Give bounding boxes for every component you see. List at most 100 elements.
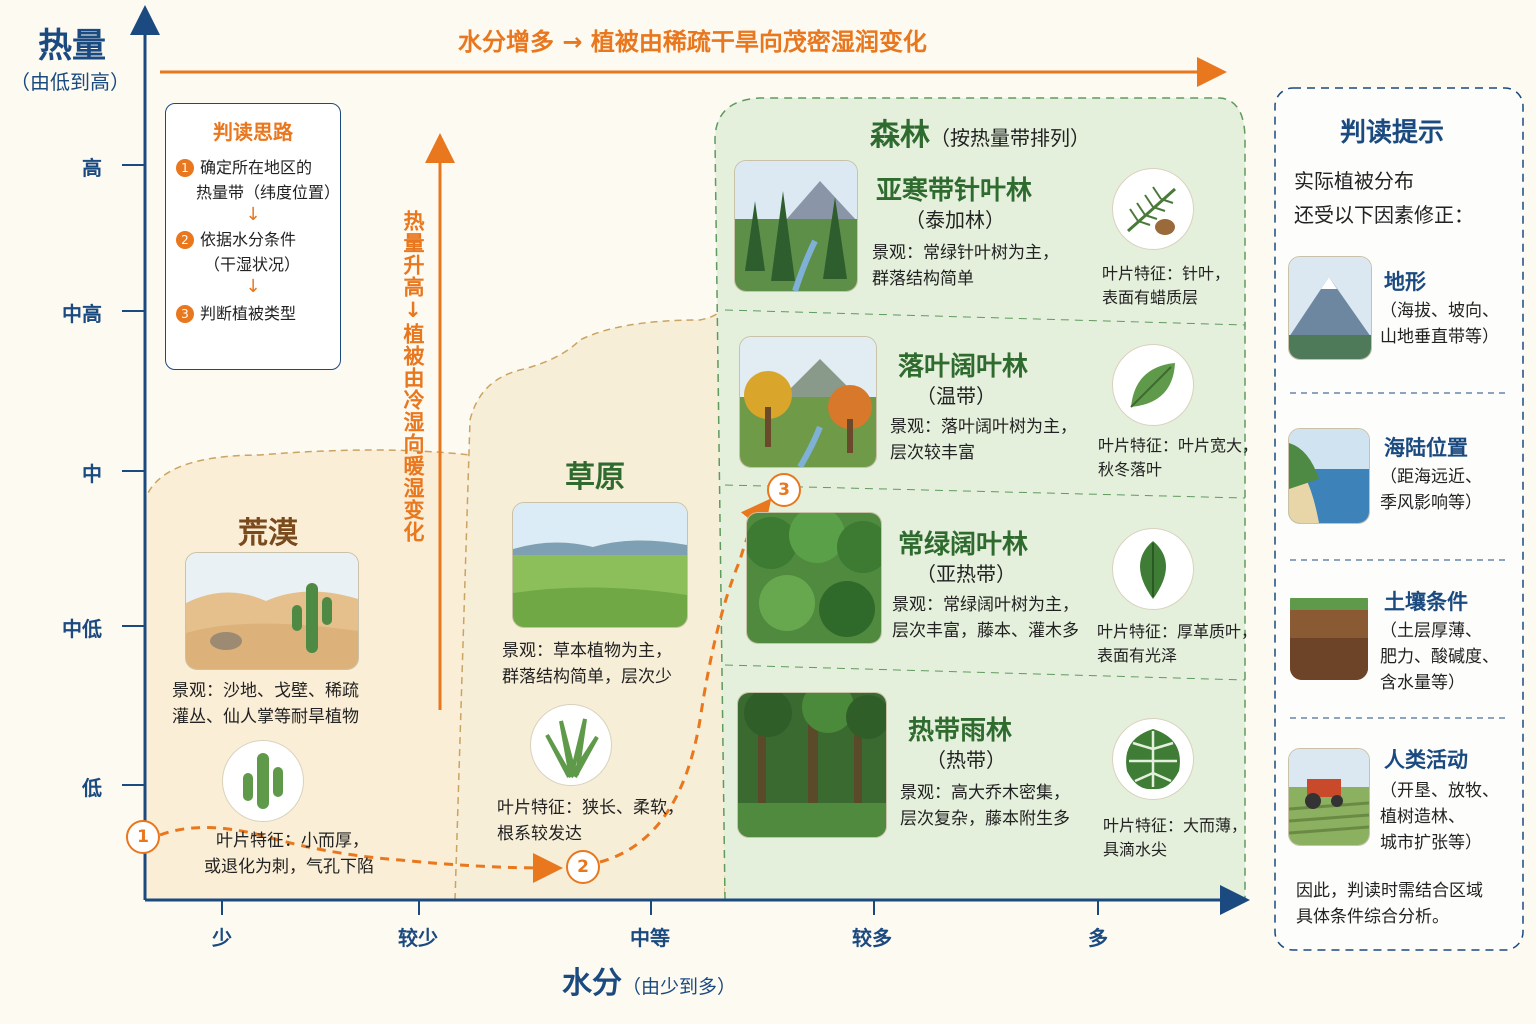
grass-leaf-icon <box>530 704 612 786</box>
tip-human-desc: （开垦、放牧、 植树造林、 城市扩张等） <box>1380 778 1499 856</box>
grassland-landscape-image <box>512 502 688 628</box>
thinking-title: 判读思路 <box>213 120 293 144</box>
deciduous-landscape-text: 景观：落叶阔叶树为主， 层次较丰富 <box>890 414 1077 466</box>
down-arrow-icon: ↓ <box>245 204 261 225</box>
thinking-step-1: 1 确定所在地区的 热量带（纬度位置） <box>176 155 340 205</box>
forest-divider-2 <box>724 484 1246 499</box>
tips-title: 判读提示 <box>1340 118 1445 148</box>
leathery-leaf-icon <box>1112 528 1194 610</box>
path-marker-1: 1 <box>126 820 160 854</box>
tips-intro-line-1: 实际植被分布 <box>1294 169 1414 193</box>
taiga-zone: （泰加林） <box>905 208 1005 232</box>
grassland-leaf-text: 叶片特征：狭长、柔软， 根系较发达 <box>497 795 684 847</box>
x-tick-little: 少 <box>212 926 232 950</box>
step-2-line-1: 依据水分条件 <box>200 230 297 249</box>
tip-terrain-line-1: （海拔、坡向、 <box>1380 301 1499 321</box>
grassland-leaf-line-2: 根系较发达 <box>497 824 582 844</box>
forest-title: 森林 <box>870 118 930 153</box>
step-1-line-1: 确定所在地区的 <box>200 158 313 177</box>
judgement-path-2 <box>599 498 772 864</box>
rainforest-leaf-line-2: 具滴水尖 <box>1103 840 1168 859</box>
tip-human-line-2: 植树造林、 <box>1380 807 1465 827</box>
tips-conclusion: 因此，判读时需结合区域 具体条件综合分析。 <box>1296 878 1483 930</box>
grassland-leaf-line-1: 叶片特征：狭长、柔软， <box>497 798 684 818</box>
monstera-leaf-icon <box>1112 718 1194 800</box>
tip-location-title: 海陆位置 <box>1384 436 1468 460</box>
down-arrow-icon: ↓ <box>245 276 261 297</box>
step-1-line-2: 热量带（纬度位置） <box>196 183 341 202</box>
deciduous-landscape-line-2: 层次较丰富 <box>890 443 975 463</box>
tip-terrain-desc: （海拔、坡向、 山地垂直带等） <box>1380 298 1499 350</box>
x-tick-medium: 中等 <box>630 926 670 950</box>
deciduous-landscape-line-1: 景观：落叶阔叶树为主， <box>890 417 1077 437</box>
rainforest-leaf-line-1: 叶片特征：大而薄， <box>1103 816 1248 835</box>
terrain-image <box>1288 256 1372 360</box>
tip-human-line-1: （开垦、放牧、 <box>1380 781 1499 801</box>
y-tick-mid: 中 <box>82 462 102 486</box>
desert-landscape-line-2: 灌丛、仙人掌等耐旱植物 <box>172 707 359 727</box>
step-3-badge: 3 <box>176 305 194 323</box>
judgement-path <box>159 826 563 883</box>
taiga-leaf-line-1: 叶片特征：针叶， <box>1102 264 1231 283</box>
grassland-landscape-line-1: 景观：草本植物为主， <box>502 641 672 661</box>
x-tick-much: 多 <box>1088 926 1108 950</box>
deciduous-zone: （温带） <box>916 384 996 408</box>
taiga-name: 亚寒带针叶林 <box>876 176 1033 206</box>
evergreen-leaf-line-1: 叶片特征：厚革质叶， <box>1097 622 1258 641</box>
evergreen-name: 常绿阔叶林 <box>898 530 1029 560</box>
grassland-landscape-line-2: 群落结构简单，层次少 <box>502 667 672 687</box>
forest-title-group: 森林（按热量带排列） <box>870 110 1090 154</box>
desert-leaf-text: 叶片特征：小而厚， 或退化为刺，气孔下陷 <box>204 828 374 880</box>
vertical-banner: 热量升高↓植被由冷湿向暖湿变化 <box>401 210 425 543</box>
y-axis-title: 热量 <box>38 26 106 66</box>
tip-soil-line-3: 含水量等） <box>1380 673 1465 693</box>
rainforest-leaf-text: 叶片特征：大而薄， 具滴水尖 <box>1103 814 1247 862</box>
deciduous-name: 落叶阔叶林 <box>898 352 1029 382</box>
top-banner: 水分增多 → 植被由稀疏干旱向茂密湿润变化 <box>458 28 927 56</box>
deciduous-leaf-line-2: 秋冬落叶 <box>1098 460 1163 479</box>
tips-intro-line-2: 还受以下因素修正： <box>1294 203 1474 227</box>
forest-subtitle: （按热量带排列） <box>930 126 1090 150</box>
deciduous-leaf-line-1: 叶片特征：叶片宽大， <box>1098 436 1259 455</box>
tips-intro: 实际植被分布 还受以下因素修正： <box>1294 164 1474 232</box>
tip-soil-title: 土壤条件 <box>1384 590 1468 614</box>
evergreen-leaf-text: 叶片特征：厚革质叶， 表面有光泽 <box>1097 620 1257 668</box>
evergreen-landscape-line-2: 层次丰富，藤本、灌木多 <box>892 621 1079 641</box>
desert-leaf-line-2: 或退化为刺，气孔下陷 <box>204 857 374 877</box>
step-1-badge: 1 <box>176 159 194 177</box>
rainforest-landscape-image <box>737 692 887 838</box>
evergreen-zone: （亚热带） <box>916 562 1016 586</box>
soil-image <box>1290 588 1368 680</box>
x-axis-title-group: 水分（由少到多） <box>562 958 736 1002</box>
desert-landscape-text: 景观：沙地、戈壁、稀疏 灌丛、仙人掌等耐旱植物 <box>172 678 359 730</box>
taiga-leaf-line-2: 表面有蜡质层 <box>1102 288 1199 307</box>
rainforest-name: 热带雨林 <box>908 716 1013 746</box>
taiga-landscape-line-1: 景观：常绿针叶树为主， <box>872 243 1059 263</box>
x-axis-subtitle: （由少到多） <box>622 976 737 998</box>
evergreen-landscape-line-1: 景观：常绿阔叶树为主， <box>892 595 1079 615</box>
y-tick-high: 高 <box>82 156 102 180</box>
path-marker-3: 3 <box>767 473 801 507</box>
desert-leaf-line-1: 叶片特征：小而厚， <box>216 831 369 851</box>
step-2-badge: 2 <box>176 231 194 249</box>
taiga-leaf-text: 叶片特征：针叶， 表面有蜡质层 <box>1102 262 1230 310</box>
evergreen-landscape-text: 景观：常绿阔叶树为主， 层次丰富，藤本、灌木多 <box>892 592 1079 644</box>
deciduous-leaf-text: 叶片特征：叶片宽大， 秋冬落叶 <box>1098 434 1258 482</box>
x-tick-more: 较多 <box>852 926 892 950</box>
tip-human-title: 人类活动 <box>1384 748 1468 772</box>
desert-landscape-image <box>185 552 359 670</box>
y-axis-subtitle: （由低到高） <box>10 70 130 94</box>
taiga-landscape-line-2: 群落结构简单 <box>872 269 974 289</box>
grassland-title: 草原 <box>565 460 625 495</box>
tip-soil-line-1: （土层厚薄、 <box>1380 621 1482 641</box>
tip-soil-line-2: 肥力、酸碱度、 <box>1380 647 1499 667</box>
broad-leaf-icon <box>1112 344 1194 426</box>
grassland-landscape-text: 景观：草本植物为主， 群落结构简单，层次少 <box>502 638 672 690</box>
tip-human-line-3: 城市扩张等） <box>1380 833 1482 853</box>
rainforest-landscape-text: 景观：高大乔木密集， 层次复杂，藤本附生多 <box>900 780 1070 832</box>
cactus-leaf-icon <box>222 740 304 822</box>
rainforest-landscape-line-2: 层次复杂，藤本附生多 <box>900 809 1070 829</box>
